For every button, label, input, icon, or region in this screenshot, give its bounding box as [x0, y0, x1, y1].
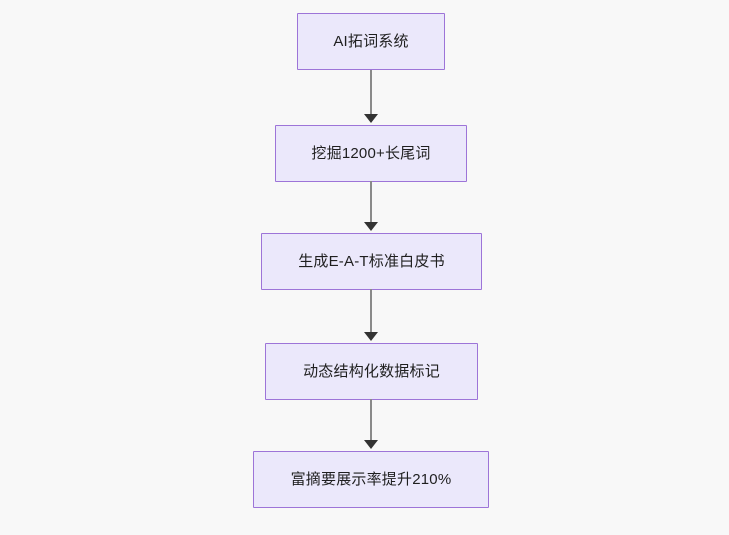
flow-edge-line-4 — [370, 399, 372, 444]
flow-node-label: 生成E-A-T标准白皮书 — [298, 252, 445, 270]
flow-node-generate-eat-whitepaper[interactable]: 生成E-A-T标准白皮书 — [261, 233, 482, 290]
flow-node-rich-snippet-impression-uplift[interactable]: 富摘要展示率提升210% — [253, 451, 489, 508]
flow-edge-arrow-down-icon-1 — [364, 114, 378, 123]
flow-node-label: AI拓词系统 — [333, 32, 409, 50]
flow-edge-line-1 — [370, 70, 372, 118]
flow-node-label: 挖掘1200+长尾词 — [311, 144, 431, 162]
flow-edge-arrow-down-icon-3 — [364, 332, 378, 341]
flow-node-label: 动态结构化数据标记 — [303, 362, 440, 380]
flow-node-label: 富摘要展示率提升210% — [290, 470, 452, 488]
flow-edge-line-3 — [370, 289, 372, 336]
flow-node-mine-longtail-keywords[interactable]: 挖掘1200+长尾词 — [275, 125, 467, 182]
flow-edge-arrow-down-icon-4 — [364, 440, 378, 449]
flow-edge-arrow-down-icon-2 — [364, 222, 378, 231]
flow-edge-line-2 — [370, 181, 372, 226]
flow-node-ai-keyword-system[interactable]: AI拓词系统 — [297, 13, 445, 70]
flow-node-dynamic-structured-data-markup[interactable]: 动态结构化数据标记 — [265, 343, 478, 400]
